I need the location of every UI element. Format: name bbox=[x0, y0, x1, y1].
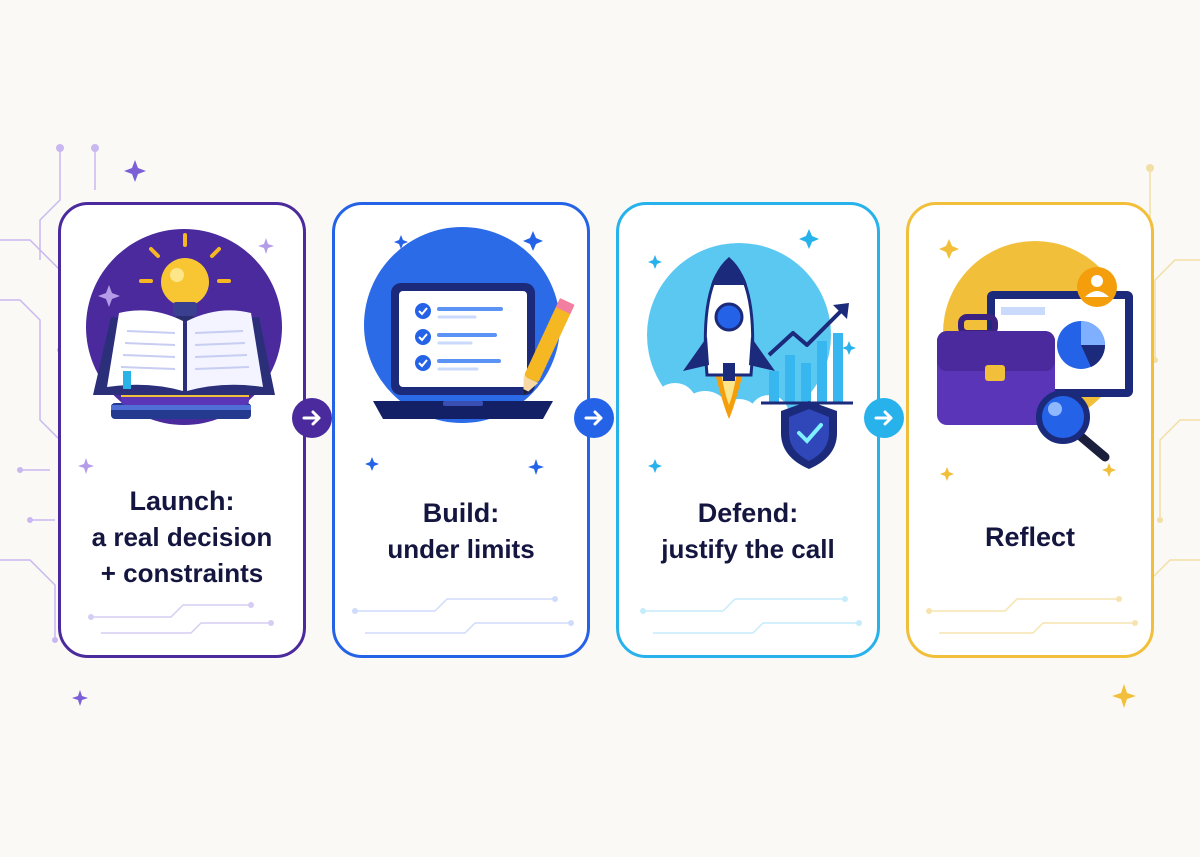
step-card-launch: Launch: a real decision + constraints bbox=[58, 202, 306, 658]
step-label-build: Build: under limits bbox=[335, 495, 587, 567]
laptop-checklist-icon bbox=[352, 227, 575, 634]
step-card-reflect: Reflect bbox=[906, 202, 1154, 658]
step-title: Defend: bbox=[697, 498, 799, 528]
step-subtitle-2: + constraints bbox=[100, 558, 264, 588]
arrow-right-icon bbox=[302, 410, 321, 426]
briefcase-magnifier-icon bbox=[926, 239, 1138, 634]
rocket-shield-icon bbox=[640, 229, 862, 634]
arrow-connector-1 bbox=[292, 398, 332, 438]
step-card-defend: Defend: justify the call bbox=[616, 202, 880, 658]
step-label-defend: Defend: justify the call bbox=[619, 495, 877, 567]
step-subtitle: a real decision bbox=[91, 522, 273, 552]
step-subtitle: justify the call bbox=[661, 534, 835, 564]
step-title: Launch: bbox=[129, 486, 235, 516]
step-label-reflect: Reflect bbox=[909, 519, 1151, 555]
arrow-right-icon bbox=[874, 410, 893, 426]
arrow-right-icon bbox=[584, 410, 603, 426]
arrow-connector-2 bbox=[574, 398, 614, 438]
arrow-connector-3 bbox=[864, 398, 904, 438]
step-label-launch: Launch: a real decision + constraints bbox=[61, 483, 303, 591]
step-title: Reflect bbox=[984, 522, 1076, 552]
step-subtitle: under limits bbox=[387, 534, 535, 564]
step-title: Build: bbox=[422, 498, 500, 528]
step-card-build: Build: under limits bbox=[332, 202, 590, 658]
book-lightbulb-icon bbox=[78, 229, 282, 634]
